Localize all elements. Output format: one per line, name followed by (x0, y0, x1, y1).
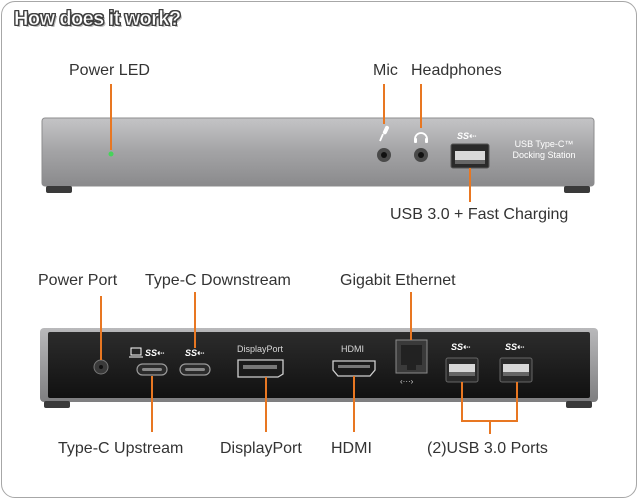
usb-fast-leader (469, 168, 471, 202)
label-hdmi: HDMI (331, 440, 372, 457)
power-port-leader (100, 296, 102, 360)
back-foot-left (44, 401, 70, 408)
label-power-led: Power LED (69, 62, 150, 79)
label-usb-fast-charging: USB 3.0 + Fast Charging (390, 206, 569, 223)
laptop-icon (129, 347, 143, 358)
page-title: How does it work? (14, 8, 182, 31)
displayport-port-label: DisplayPort (237, 344, 284, 354)
ethernet-symbol: ‹···› (400, 377, 414, 386)
hdmi-leader (353, 376, 355, 432)
typec-down-leader (194, 292, 196, 348)
back-foot-right (566, 401, 592, 408)
headphones-icon (414, 132, 428, 143)
device-name-line1: USB Type-C™ (514, 139, 574, 149)
typec-up-leader (151, 376, 153, 432)
usb1-superspeed-logo: SS⇠ (451, 342, 471, 352)
headphones-leader (420, 84, 422, 128)
hdmi-port-label: HDMI (341, 344, 364, 354)
mic-icon (379, 125, 389, 142)
device-name: USB Type-C™ Docking Station (500, 139, 588, 161)
label-power-port: Power Port (38, 272, 118, 289)
usb-bracket-stem (489, 420, 491, 434)
downstream-superspeed-logo: SS⇠ (185, 348, 205, 358)
hdmi-port (332, 360, 376, 377)
displayport-leader (265, 377, 267, 432)
front-body (41, 117, 595, 187)
device-name-line2: Docking Station (512, 150, 576, 160)
label-typec-downstream: Type-C Downstream (145, 272, 291, 289)
label-usb-ports: (2)USB 3.0 Ports (427, 440, 548, 457)
front-foot-right (564, 186, 590, 193)
upstream-superspeed-logo: SS⇠ (145, 348, 165, 358)
usb-port1-leader (461, 382, 463, 422)
usb2-superspeed-logo: SS⇠ (505, 342, 525, 352)
label-headphones: Headphones (411, 62, 502, 79)
label-displayport: DisplayPort (220, 440, 302, 457)
label-typec-upstream: Type-C Upstream (58, 440, 184, 457)
front-superspeed-logo: SS⇠ (457, 131, 477, 141)
gigabit-leader (410, 292, 412, 340)
usb-port2-leader (516, 382, 518, 422)
mic-leader (383, 84, 385, 124)
power-led (108, 151, 114, 157)
label-mic: Mic (373, 62, 398, 79)
label-gigabit-ethernet: Gigabit Ethernet (340, 272, 456, 289)
front-foot-left (46, 186, 72, 193)
power-led-leader (110, 84, 112, 150)
